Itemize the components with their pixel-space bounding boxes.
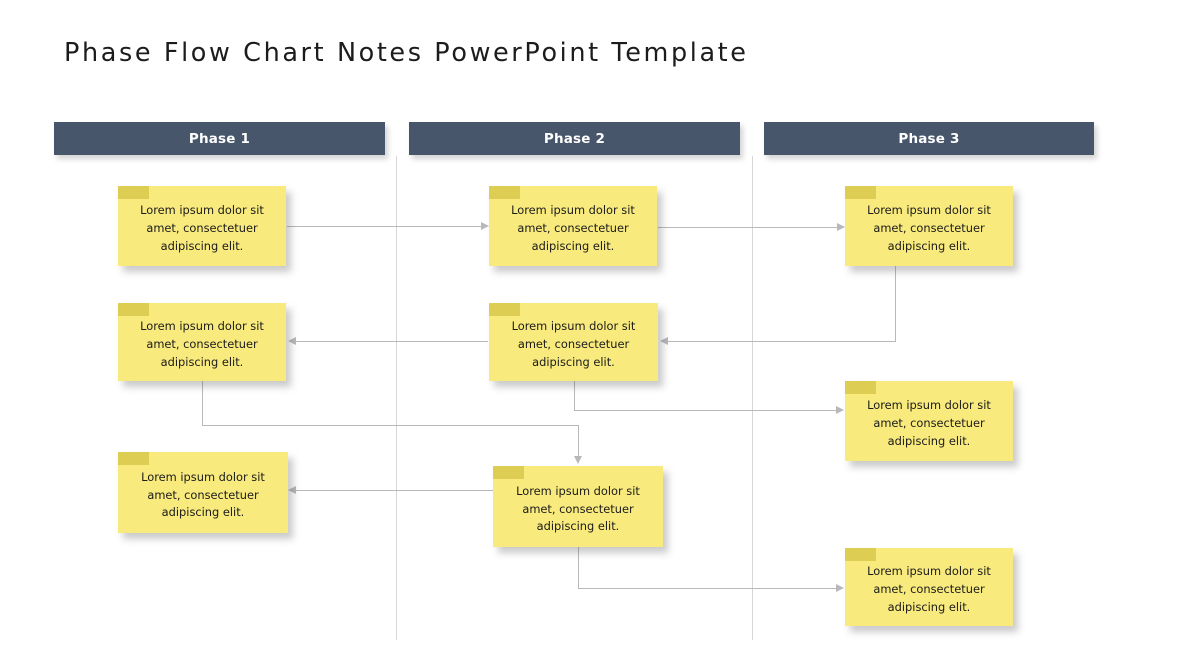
column-divider-2 — [752, 156, 753, 640]
arrow-right-icon — [481, 221, 489, 230]
connector-p1n2-across — [202, 425, 578, 426]
connector-p1n1-p2n1 — [287, 226, 483, 227]
connector-p2n3-p1n3 — [296, 490, 493, 491]
arrow-left-icon — [288, 336, 296, 345]
arrow-left-icon — [660, 336, 668, 345]
note-text: Lorem ipsum dolor sit amet, consectetuer… — [141, 469, 265, 520]
sticky-note-p1-n3[interactable]: Lorem ipsum dolor sit amet, consectetuer… — [118, 452, 288, 533]
note-tab-corner — [489, 186, 520, 199]
note-tab-corner — [845, 548, 876, 561]
note-tab-corner — [118, 452, 149, 465]
note-tab-corner — [489, 303, 520, 316]
note-text: Lorem ipsum dolor sit amet, consectetuer… — [140, 203, 264, 253]
note-text: Lorem ipsum dolor sit amet, consectetuer… — [516, 483, 640, 534]
phase-header-label: Phase 3 — [898, 130, 960, 147]
sticky-note-p3-n3[interactable]: Lorem ipsum dolor sit amet, consectetuer… — [845, 548, 1013, 626]
sticky-note-p2-n3[interactable]: Lorem ipsum dolor sit amet, consectetuer… — [493, 466, 663, 547]
phase-header-label: Phase 1 — [188, 130, 251, 147]
note-tab-corner — [118, 303, 149, 316]
sticky-note-p1-n1[interactable]: Lorem ipsum dolor sit amet, consectetuer… — [118, 186, 286, 266]
page-title: Phase Flow Chart Notes PowerPoint Templa… — [64, 38, 749, 68]
connector-p2n2-p1n2 — [296, 341, 488, 342]
connector-p2n1-p3n1 — [658, 227, 839, 228]
connector-p2n2-down — [574, 381, 575, 411]
phase-header-1[interactable]: Phase 1 — [54, 122, 385, 155]
connector-p2n3-p3n3 — [578, 588, 837, 589]
note-text: Lorem ipsum dolor sit amet, consectetuer… — [867, 398, 991, 448]
note-tab-corner — [118, 186, 149, 199]
sticky-note-p3-n2[interactable]: Lorem ipsum dolor sit amet, consectetuer… — [845, 381, 1013, 461]
connector-p3n1-down — [895, 266, 896, 341]
arrow-right-icon — [836, 405, 844, 414]
arrow-right-icon — [836, 583, 844, 592]
note-text: Lorem ipsum dolor sit amet, consectetuer… — [867, 203, 991, 253]
sticky-note-p2-n1[interactable]: Lorem ipsum dolor sit amet, consectetuer… — [489, 186, 657, 266]
arrow-down-icon — [573, 456, 582, 464]
note-text: Lorem ipsum dolor sit amet, consectetuer… — [867, 564, 991, 614]
connector-p1n2-p2n3 — [578, 425, 579, 457]
arrow-left-icon — [288, 485, 296, 494]
phase-header-3[interactable]: Phase 3 — [764, 122, 1094, 155]
phase-header-label: Phase 2 — [543, 130, 606, 147]
connector-p3n1-p2n2 — [668, 341, 896, 342]
connector-p1n2-down — [202, 381, 203, 425]
column-divider-1 — [396, 156, 397, 640]
phase-header-2[interactable]: Phase 2 — [409, 122, 740, 155]
sticky-note-p2-n2[interactable]: Lorem ipsum dolor sit amet, consectetuer… — [489, 303, 658, 381]
sticky-note-p1-n2[interactable]: Lorem ipsum dolor sit amet, consectetuer… — [118, 303, 286, 381]
note-text: Lorem ipsum dolor sit amet, consectetuer… — [511, 319, 636, 369]
arrow-right-icon — [837, 222, 845, 231]
sticky-note-p3-n1[interactable]: Lorem ipsum dolor sit amet, consectetuer… — [845, 186, 1013, 266]
note-tab-corner — [845, 381, 876, 394]
connector-p2n3-down — [578, 547, 579, 589]
note-text: Lorem ipsum dolor sit amet, consectetuer… — [511, 203, 635, 253]
note-text: Lorem ipsum dolor sit amet, consectetuer… — [140, 319, 264, 369]
note-tab-corner — [493, 466, 524, 479]
connector-p2n2-p3n2 — [574, 410, 837, 411]
note-tab-corner — [845, 186, 876, 199]
